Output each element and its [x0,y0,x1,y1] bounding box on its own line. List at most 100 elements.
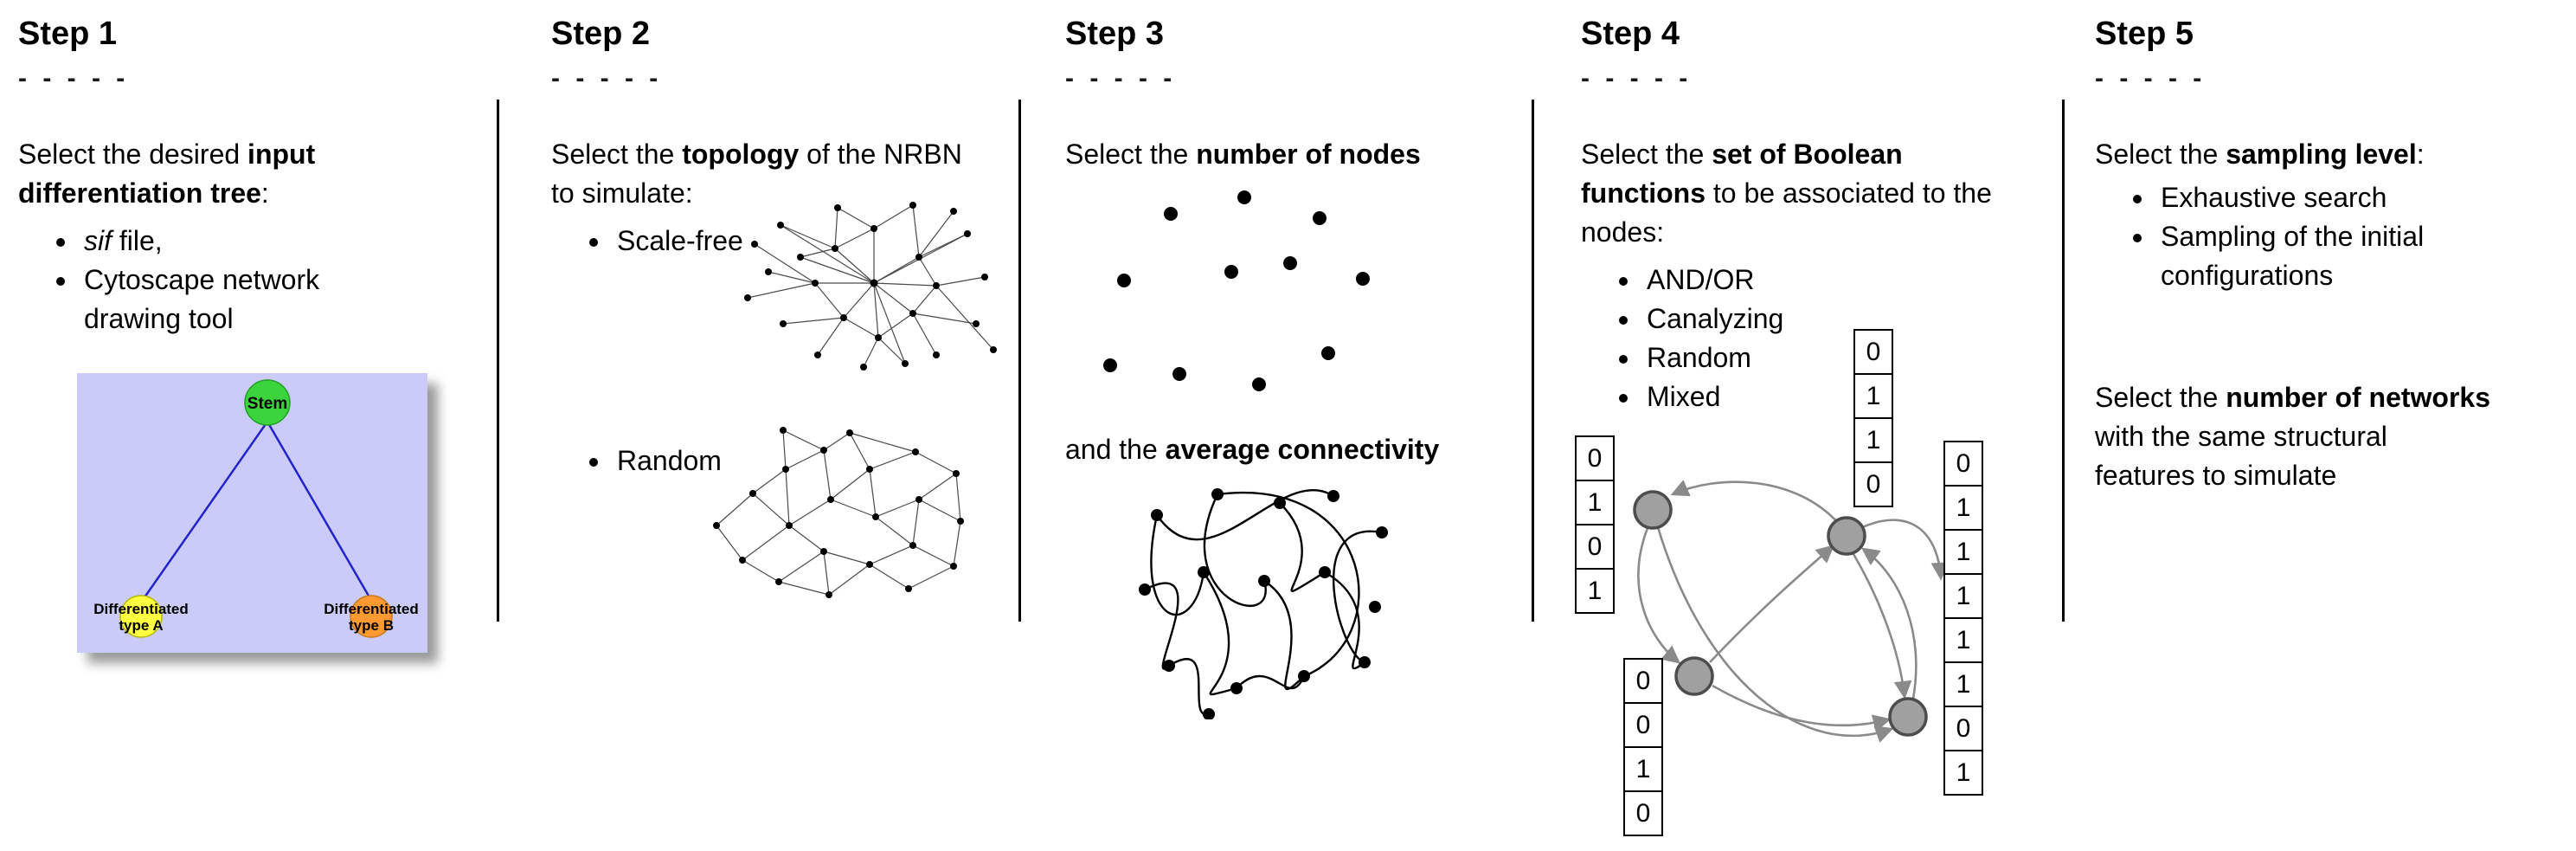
truth-table-cell: 1 [1575,568,1615,614]
boolean-network-diagram [1633,480,1950,743]
truth-table-left: 0 1 0 1 [1575,435,1615,614]
bullet-text: Scale-free [617,225,743,256]
bullet-item: Sampling of the initial configurations [2155,217,2576,295]
bullet-text: Random [617,445,722,476]
scale-free-network-image [744,202,997,371]
scale-free-network-nodes [744,202,997,371]
truth-table-cell: 1 [1575,480,1615,525]
boolean-node-2 [1827,516,1866,556]
truth-table-cell: 1 [1943,750,1983,796]
step-3-intro: Select the number of nodes [1065,135,1532,174]
bullet-item: Scale-free [612,222,984,261]
type-b-label-line1: Differentiated [324,601,419,617]
stem-node [244,379,291,426]
intro-bold: sampling level [2226,139,2417,170]
truth-table-cell: 1 [1853,417,1893,463]
tree-edge-right [266,421,371,598]
step-4-dashed-separator: - - - - - [1581,64,1693,93]
intro-bold: number of networks [2226,382,2491,413]
random-network-image [713,427,964,598]
column-divider-3 [1532,100,1534,622]
step-5-intro: Select the sampling level: [2095,135,2576,174]
truth-table-top: 0 1 1 0 [1853,329,1893,507]
bullet-text: Cytoscape network drawing tool [84,264,320,334]
bullet-text: Random [1647,342,1751,373]
intro-bold: set of Boolean functions [1581,139,1903,209]
intro-text: and the [1065,434,1166,465]
truth-table-cell: 1 [1943,617,1983,663]
step-3-column: Step 3 - - - - - Select the number of no… [1065,16,1532,465]
boolean-node-3 [1674,656,1714,696]
step-4-column: Step 4 - - - - - Select the set of Boole… [1581,16,2018,416]
intro-text: : [2416,139,2425,170]
step-4-title: Step 4 [1581,16,1680,52]
bullet-italic: sif [84,225,112,256]
step-1-bullet-list: sif file, Cytoscape network drawing tool [18,222,347,338]
bullet-text: Mixed [1647,381,1721,412]
intro-bold: number of nodes [1196,139,1421,170]
tree-edge-left [143,421,269,598]
type-a-label-line2: type A [119,617,163,634]
bullet-text: Exhaustive search [2161,182,2387,213]
step-2-random-bullet: Random [551,442,722,480]
random-network-nodes [713,427,964,598]
truth-table-cell: 0 [1623,702,1663,748]
step-4-bullet-list: AND/OR Canalyzing Random Mixed [1581,261,2018,416]
truth-table-cell: 0 [1575,435,1615,481]
bullet-item: Canalyzing [1641,300,2018,338]
differentiation-tree-image: Stem Differentiated type A Differentiate… [77,373,427,653]
step-4-intro: Select the set of Boolean functions to b… [1581,135,2018,252]
truth-table-bottom: 0 0 1 0 [1623,658,1663,836]
truth-table-cell: 1 [1853,373,1893,419]
bullet-text: Canalyzing [1647,303,1784,334]
boolean-node-4 [1888,697,1928,737]
step-1-title: Step 1 [18,16,118,52]
type-b-label-line2: type B [349,617,394,634]
differentiation-tree-svg: Stem Differentiated type A Differentiate… [77,373,427,653]
intro-text: with the same structural features to sim… [2095,421,2387,491]
connectivity-edges [1143,488,1384,716]
step-3-title: Step 3 [1065,16,1165,52]
step-5-column: Step 5 - - - - - Select the sampling lev… [2095,16,2576,491]
bullet-item: Random [1641,338,2018,377]
step-5-title: Step 5 [2095,16,2194,52]
intro-text: of the NRBN to simulate: [551,139,962,209]
bullet-text: AND/OR [1647,264,1755,295]
step-1-column: Step 1 - - - - - Select the desired inpu… [18,16,490,338]
step-2-dashed-separator: - - - - - [551,64,663,93]
bullet-item: Mixed [1641,377,2018,416]
bullet-text: file, [112,225,163,256]
boolean-network-nodes [1633,490,1928,737]
truth-table-cell: 1 [1943,661,1983,707]
intro-bold: input differentiation tree [18,139,316,209]
truth-table-cell: 0 [1623,790,1663,836]
random-network-edges [716,429,961,596]
bullet-item: Exhaustive search [2155,178,2576,217]
step-3-dashed-separator: - - - - - [1065,64,1177,93]
truth-table-right: 0 1 1 1 1 1 0 1 [1943,441,1983,796]
truth-table-cell: 0 [1575,524,1615,570]
truth-table-cell: 1 [1943,529,1983,575]
connectivity-network-image [1139,488,1388,719]
step-5-networks-text: Select the number of networks with the s… [2095,378,2493,495]
type-a-label-line1: Differentiated [93,601,189,617]
bullet-item: Random [612,442,722,480]
bullet-item: AND/OR [1641,261,2018,300]
scale-free-network-edges [747,204,994,368]
truth-table-cell: 0 [1853,461,1893,507]
intro-bold: topology [682,139,800,170]
step-2-column: Step 2 - - - - - Select the topology of … [551,16,984,476]
step-2-intro: Select the topology of the NRBN to simul… [551,135,984,213]
intro-text: Select the desired [18,139,248,170]
differentiated-type-a-node [119,595,163,638]
node-dots [1103,190,1370,391]
intro-text: Select the [2095,382,2226,413]
column-divider-4 [2062,100,2065,622]
column-divider-2 [1018,100,1021,622]
bullet-item: sif file, [79,222,347,261]
step-5-bullet-list: Exhaustive search Sampling of the initia… [2095,178,2576,295]
intro-text: Select the [1581,139,1712,170]
bullet-text: Sampling of the initial configurations [2161,221,2425,291]
step-5-dashed-separator: - - - - - [2095,64,2207,93]
